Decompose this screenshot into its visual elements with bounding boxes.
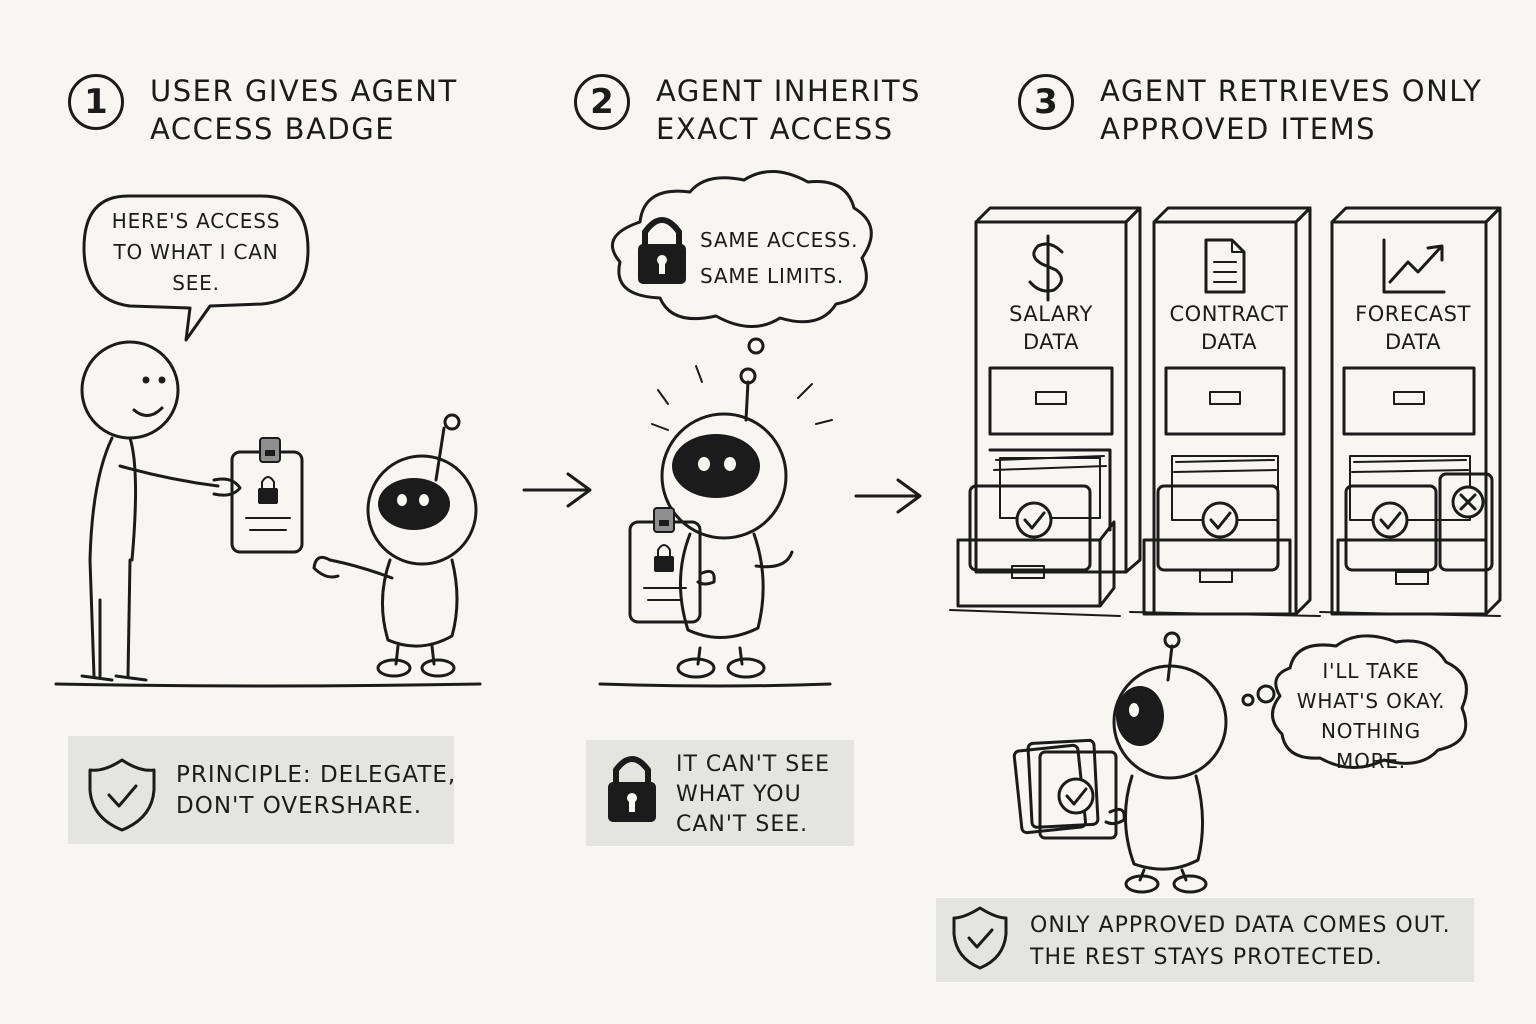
step-1-header: 1 User gives agent access badge [68,74,458,148]
access-badge-2 [628,507,716,624]
dollar-icon [1028,234,1064,302]
agent3-thought-cloud [1271,634,1468,770]
step-1-title: User gives agent access badge [150,74,458,146]
user-speech-bubble [82,194,310,342]
step-2-number: 2 [574,74,630,130]
cabinet-salary [956,206,1142,608]
lock-icon-note [608,756,656,822]
document-icon [1204,238,1246,294]
limits-note-text: It can't see what you can't see. [676,752,831,837]
robot-1 [312,413,478,678]
cabinet-contract-label: Contract Data [1169,302,1289,354]
principle-note-text: Principle: delegate, don't overshare. [176,762,457,819]
shield-check-icon-2 [952,906,1008,970]
cabinet-forecast [1330,206,1502,616]
arrow-step-2-to-3 [854,478,922,514]
lock-icon [638,217,686,284]
cabinet-salary-label: Salary Data [1009,302,1093,354]
user-speech-text: Here's access to what I can see. [111,209,281,295]
step-1-number: 1 [68,74,124,130]
robot-2 [651,365,833,679]
cabinet-floor-line [949,609,1501,617]
agent3-thought-text: I'll take what's okay. Nothing more. [1296,659,1446,773]
step-2-title: Agent inherits exact access [656,74,921,146]
ground-line-2 [598,682,832,688]
cabinet-contract [1142,206,1312,616]
step-3-number: 3 [1018,74,1074,130]
step-2-header: 2 Agent inherits exact access [574,74,921,148]
trend-chart-icon [1382,238,1446,294]
ground-line-1 [54,682,482,688]
access-badge-1 [230,437,304,554]
user-figure [80,340,242,682]
arrow-step-1-to-2 [522,472,592,508]
agent-thought-text: Same access. Same limits. [700,228,859,288]
cabinet-forecast-label: Forecast Data [1355,302,1471,354]
result-note-text: Only approved data comes out. The rest s… [1030,913,1451,970]
robot-3 [1112,631,1276,894]
step-3-header: 3 Agent retrieves only approved items [1018,74,1482,148]
shield-check-icon-1 [88,758,156,832]
folder-stack [1012,738,1126,840]
step-3-title: Agent retrieves only approved items [1100,74,1483,146]
agent-thought-cloud [610,170,873,355]
